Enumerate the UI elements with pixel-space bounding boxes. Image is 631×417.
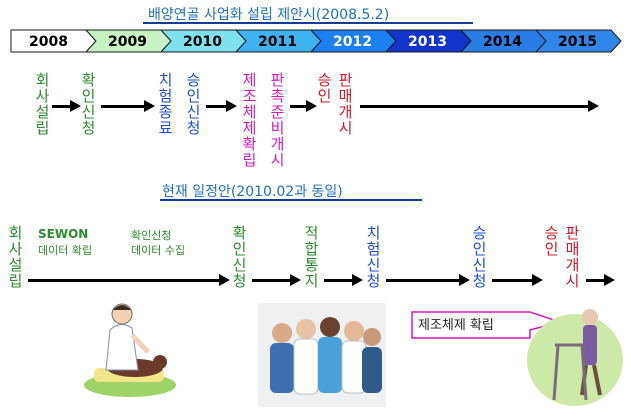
row1-arrow-5-head — [588, 100, 599, 112]
medical-team-photo — [258, 303, 386, 407]
year-label-2009: 2009 — [108, 34, 147, 50]
row2-arrow-4-head — [459, 274, 470, 286]
row2-arrow-5 — [492, 279, 534, 282]
year-timeline: 2008 2009 2010 2011 2012 2013 2014 2015 — [10, 29, 622, 53]
row2-approval: 승인 — [542, 225, 560, 257]
row2-sales-start: 판매개시 — [563, 225, 581, 289]
row1-arrow-1-head — [70, 100, 81, 112]
row2-arrow-6 — [586, 279, 606, 282]
row2-arrow-4 — [386, 279, 461, 282]
row2-confirm-apply: 확인신청 — [230, 225, 248, 289]
year-label-2015: 2015 — [558, 34, 597, 50]
row1-arrow-1 — [52, 105, 72, 108]
row1-approval: 승인 — [315, 72, 333, 104]
year-label-2008: 2008 — [29, 34, 68, 50]
row1-arrow-5 — [360, 105, 590, 108]
row2-arrow-2 — [252, 279, 292, 282]
row1-approval-apply: 승인신청 — [184, 72, 202, 136]
row1-arrow-3-head — [226, 100, 237, 112]
doctor-patient-illustration — [84, 303, 176, 397]
row1-arrow-4-head — [306, 100, 317, 112]
year-chevron-2015 — [534, 29, 622, 53]
plan-title-2008: 배양연골 사업화 설립 제안시(2008.5.2) — [148, 7, 390, 23]
title-mid-underline — [160, 199, 422, 201]
row2-arrow-5-head — [532, 274, 543, 286]
callout-shape — [411, 311, 563, 339]
year-label-2011: 2011 — [258, 34, 297, 50]
row2-approval-apply: 승인신청 — [470, 225, 488, 289]
row2-arrow-1 — [28, 279, 221, 282]
year-label-2014: 2014 — [483, 34, 522, 50]
row1-arrow-4 — [290, 105, 308, 108]
row1-trial-complete: 치험종료 — [156, 72, 174, 136]
row1-sales-start: 판매개시 — [336, 72, 354, 136]
row1-manufacturing-setup: 제조체제확립 — [240, 72, 258, 168]
row2-confirm-sub: 데이터 수집 — [131, 244, 186, 257]
row2-company-setup: 회사설립 — [6, 225, 24, 289]
year-label-2010: 2010 — [183, 34, 222, 50]
row2-trial-apply: 치험신청 — [364, 225, 382, 289]
row1-confirm-apply: 확인신청 — [79, 72, 97, 136]
row2-arrow-3-head — [352, 274, 363, 286]
row1-arrow-3 — [206, 105, 228, 108]
year-label-2013: 2013 — [408, 34, 447, 50]
row2-arrow-6-head — [604, 274, 615, 286]
row2-sewon-sub: 데이터 확립 — [38, 244, 93, 257]
row2-arrow-2-head — [290, 274, 301, 286]
row2-sewon-label: SEWON — [38, 227, 89, 241]
callout-manufacturing: 제조체제 확립 — [418, 318, 494, 333]
row1-sales-prep: 판촉준비개시 — [268, 72, 286, 168]
row2-suitability-notice: 적합통지 — [302, 225, 320, 289]
row1-company-setup: 회사설립 — [33, 72, 51, 136]
row1-arrow-2 — [101, 105, 146, 108]
title-underline — [143, 22, 473, 24]
elderly-walker-illustration — [527, 309, 623, 406]
plan-title-current: 현재 일정안(2010.02과 동일) — [162, 184, 343, 200]
row1-arrow-2-head — [144, 100, 155, 112]
row2-arrow-1-head — [219, 274, 230, 286]
year-label-2012: 2012 — [333, 34, 372, 50]
row2-confirm-label: 확인신청 — [131, 229, 172, 242]
row2-arrow-3 — [324, 279, 354, 282]
